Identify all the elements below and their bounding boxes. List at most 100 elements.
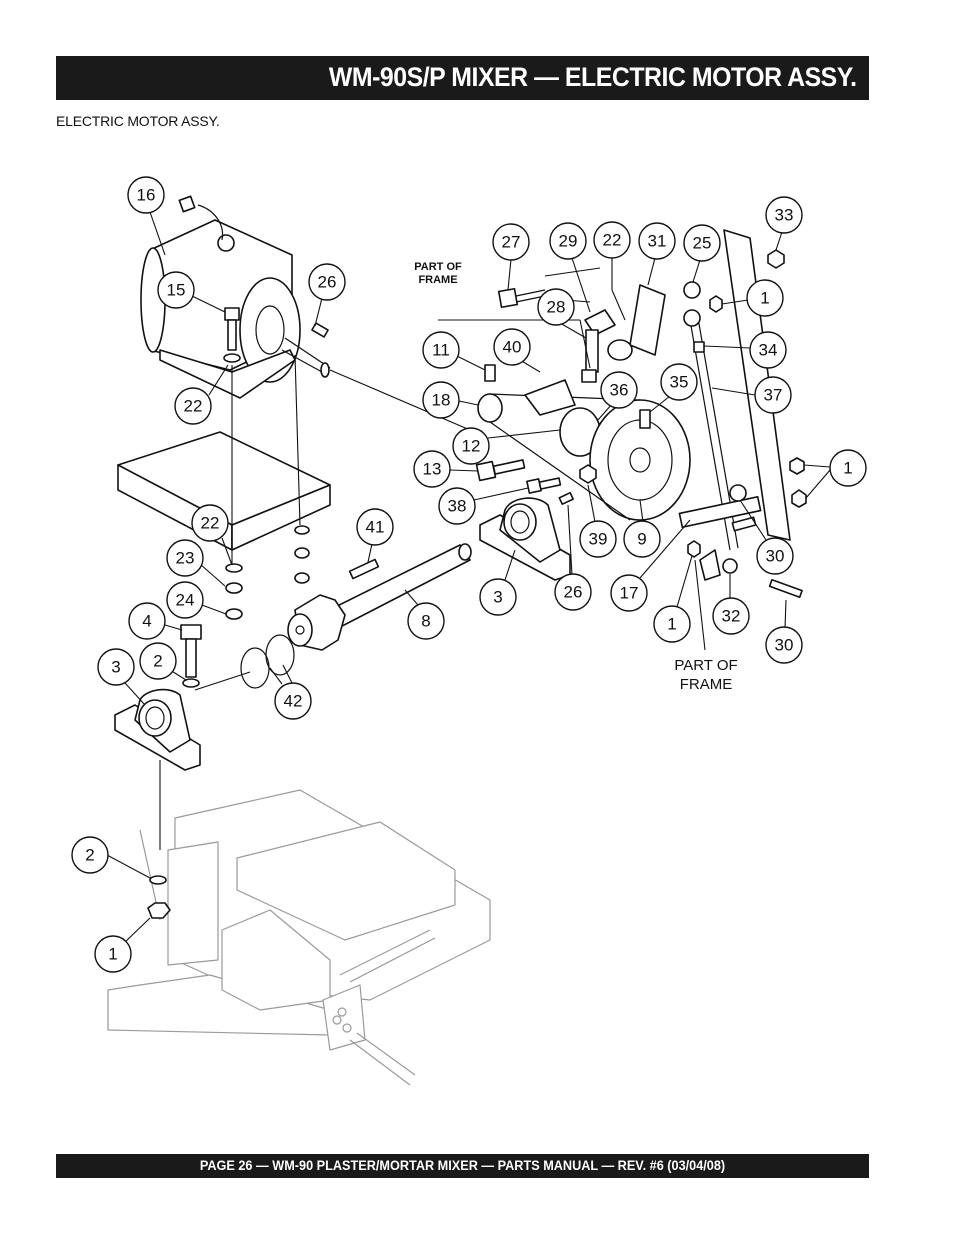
- page-title-bar: WM-90S/P MIXER — ELECTRIC MOTOR ASSY.: [56, 56, 869, 100]
- callout-34: 34: [703, 331, 787, 369]
- callout-22-bracket: 22: [593, 221, 631, 321]
- svg-text:PART OF: PART OF: [674, 657, 737, 674]
- callout-41: 41: [356, 508, 394, 563]
- callout-4: 4: [128, 602, 183, 640]
- callout-9: 9: [623, 499, 661, 558]
- tension-bracket: [497, 281, 701, 383]
- svg-text:33: 33: [775, 206, 794, 225]
- callout-3-right: 3: [479, 549, 517, 616]
- svg-text:42: 42: [284, 692, 303, 711]
- page-footer-bar: PAGE 26 — WM-90 PLASTER/MORTAR MIXER — P…: [56, 1154, 869, 1178]
- callout-26: 26: [308, 263, 346, 327]
- svg-text:3: 3: [493, 588, 502, 607]
- svg-text:26: 26: [318, 273, 337, 292]
- callout-35: 35: [649, 363, 698, 413]
- callout-24: 24: [166, 581, 227, 619]
- svg-text:26: 26: [564, 583, 583, 602]
- section-subtitle: ELECTRIC MOTOR ASSY.: [56, 113, 220, 129]
- callout-23: 23: [166, 539, 226, 587]
- part-of-frame-note-lower: PART OF FRAME: [674, 657, 737, 693]
- svg-text:32: 32: [722, 607, 741, 626]
- svg-text:4: 4: [142, 612, 151, 631]
- part-of-frame-note-upper: PART OF FRAME: [414, 261, 462, 286]
- svg-text:1: 1: [108, 945, 117, 964]
- svg-text:41: 41: [366, 518, 385, 537]
- vertical-support-rods: [678, 229, 807, 651]
- svg-text:13: 13: [423, 460, 442, 479]
- callout-39: 39: [579, 484, 617, 558]
- callout-11: 11: [422, 331, 486, 371]
- callout-17: 17: [610, 519, 691, 612]
- callout-32: 32: [712, 574, 750, 635]
- callout-2-lower: 2: [71, 836, 151, 879]
- svg-text:29: 29: [559, 232, 578, 251]
- svg-text:18: 18: [432, 391, 451, 410]
- svg-text:28: 28: [547, 298, 566, 317]
- svg-text:31: 31: [648, 232, 667, 251]
- svg-text:40: 40: [503, 338, 522, 357]
- svg-text:1: 1: [667, 615, 676, 634]
- drive-shaft: [194, 543, 472, 691]
- svg-text:30: 30: [766, 547, 785, 566]
- svg-text:22: 22: [201, 514, 220, 533]
- svg-text:1: 1: [843, 459, 852, 478]
- svg-text:30: 30: [775, 636, 794, 655]
- svg-text:17: 17: [620, 584, 639, 603]
- svg-text:24: 24: [176, 591, 195, 610]
- callout-1-bottom: 1: [94, 917, 151, 973]
- callout-28: 28: [537, 288, 587, 339]
- callout-26-right: 26: [554, 504, 592, 611]
- callout-1-top: 1: [721, 279, 784, 317]
- callout-31: 31: [638, 222, 676, 286]
- svg-text:12: 12: [462, 437, 481, 456]
- page-footer-text: PAGE 26 — WM-90 PLASTER/MORTAR MIXER — P…: [199, 1158, 726, 1173]
- svg-text:27: 27: [502, 233, 521, 252]
- belt-and-pulleys: [477, 364, 691, 521]
- callout-18: 18: [422, 381, 479, 419]
- callout-1-right: 1: [803, 449, 867, 499]
- hardware-fasteners: [147, 307, 310, 919]
- callout-27: 27: [492, 223, 530, 291]
- svg-text:16: 16: [137, 186, 156, 205]
- callout-1-lower: 1: [653, 555, 693, 643]
- callout-30-lower: 30: [765, 599, 803, 664]
- callout-12: 12: [452, 427, 561, 465]
- svg-text:FRAME: FRAME: [680, 676, 733, 693]
- svg-text:34: 34: [759, 341, 778, 360]
- callout-33: 33: [765, 196, 803, 251]
- callout-29: 29: [549, 222, 591, 313]
- callout-3: 3: [97, 648, 146, 706]
- svg-text:36: 36: [610, 381, 629, 400]
- pillow-block-left: [114, 688, 201, 850]
- exploded-parts-diagram: 16 15 26 22 22 23 24 4 3 2 42 41 8 3 26 …: [71, 176, 867, 1086]
- callout-36: 36: [597, 371, 638, 421]
- callout-40: 40: [493, 328, 541, 373]
- svg-text:37: 37: [764, 386, 783, 405]
- callout-15: 15: [157, 271, 226, 313]
- svg-text:8: 8: [421, 612, 430, 631]
- callout-22: 22: [174, 364, 229, 425]
- svg-text:22: 22: [603, 231, 622, 250]
- svg-text:11: 11: [432, 341, 450, 360]
- svg-text:3: 3: [111, 658, 120, 677]
- svg-text:23: 23: [176, 549, 195, 568]
- svg-text:2: 2: [85, 846, 94, 865]
- callout-2: 2: [139, 642, 187, 681]
- svg-text:1: 1: [760, 289, 769, 308]
- svg-text:FRAME: FRAME: [418, 274, 457, 286]
- callout-22-lower: 22: [191, 504, 233, 566]
- electric-motor: [140, 195, 331, 399]
- callout-labels: 16 15 26 22 22 23 24 4 3 2 42 41 8 3 26 …: [71, 176, 867, 973]
- svg-text:2: 2: [153, 652, 162, 671]
- svg-text:22: 22: [184, 397, 203, 416]
- pillow-block-right: [479, 497, 571, 581]
- callout-13: 13: [413, 450, 479, 488]
- callout-38: 38: [438, 487, 529, 525]
- callout-42: 42: [269, 664, 312, 720]
- svg-text:9: 9: [637, 530, 646, 549]
- svg-text:38: 38: [448, 497, 467, 516]
- svg-text:39: 39: [589, 530, 608, 549]
- svg-text:PART OF: PART OF: [414, 261, 462, 273]
- page-title: WM-90S/P MIXER — ELECTRIC MOTOR ASSY.: [329, 62, 857, 92]
- mixer-frame-ghost: [107, 789, 491, 1086]
